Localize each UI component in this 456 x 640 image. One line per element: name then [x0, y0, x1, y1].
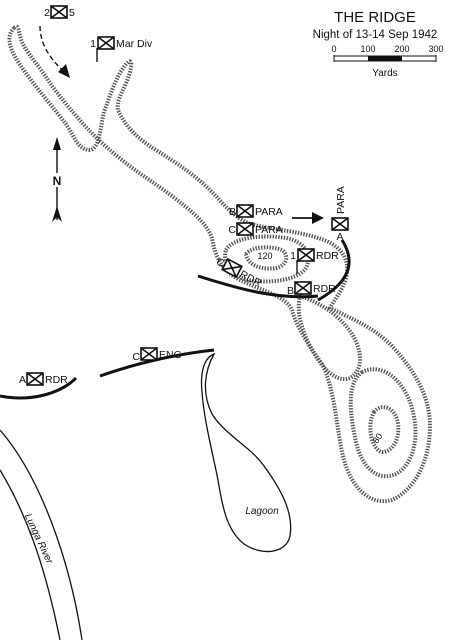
unit-left-label: 2 — [44, 7, 50, 19]
unit-right-label: ENG — [159, 349, 182, 361]
scale-tick-label: 300 — [428, 44, 443, 54]
infantry-unit-icon — [294, 281, 312, 295]
river-label: Lunga River — [22, 512, 55, 566]
lunga-river-bank-left — [0, 469, 61, 640]
map-subtitle: Night of 13-14 Sep 1942 — [313, 29, 438, 41]
unit-c-para: C PARA — [228, 222, 283, 236]
unit-left-label: 1 — [90, 38, 96, 50]
lagoon — [200, 352, 292, 553]
elevation-label: 120 — [257, 251, 272, 261]
unit-1-rdr: 1 RDR — [290, 248, 339, 274]
ridge-contour — [7, 24, 433, 504]
infantry-unit-icon — [140, 347, 158, 361]
north-label: N — [53, 174, 62, 188]
unit-right-label: PARA — [335, 186, 347, 214]
map-title: THE RIDGE — [334, 9, 416, 26]
unit-a-rdr: A RDR — [19, 372, 68, 386]
unit-right-label: Mar Div — [116, 38, 153, 50]
unit-left-label: B — [287, 285, 294, 297]
scale-tick-label: 100 — [360, 44, 375, 54]
hill-80-contour-inner — [368, 405, 401, 455]
elevation-label: 80 — [371, 431, 385, 445]
unit-right-label: 5 — [69, 7, 75, 19]
unit-2-5: 2 5 — [44, 5, 75, 19]
hill-120-contour-inner — [243, 245, 289, 271]
infantry-unit-icon — [26, 372, 44, 386]
unit-right-label: PARA — [255, 224, 283, 236]
infantry-unit-icon — [331, 217, 349, 231]
unit-c-eng: C ENG — [132, 347, 182, 363]
infantry-unit-icon — [236, 222, 254, 236]
unit-a-para: A PARA — [331, 186, 349, 243]
hill-80-contour — [348, 367, 418, 479]
infantry-unit-icon — [50, 5, 68, 19]
unit-1-mar-div: 1 Mar Div — [90, 36, 153, 62]
dashed-arrow-icon — [39, 25, 70, 78]
unit-right-label: RDR — [238, 268, 264, 289]
unit-left-label: A — [19, 374, 26, 386]
lunga-river-bank-right — [0, 429, 83, 640]
defense-line-c-eng — [99, 348, 215, 378]
unit-right-label: RDR — [316, 250, 339, 262]
map-legend: THE RIDGE Night of 13-14 Sep 1942 0 100 … — [313, 9, 444, 79]
north-arrow-icon: N — [50, 137, 64, 222]
scale-tick-label: 0 — [331, 44, 336, 54]
defense-line-ridge-east — [317, 239, 351, 302]
unit-left-label: 1 — [290, 250, 296, 262]
unit-left-label: C — [228, 224, 236, 236]
defense-line-a-rdr — [0, 376, 78, 400]
infantry-unit-icon — [236, 204, 254, 218]
infantry-unit-icon — [97, 36, 115, 50]
unit-b-rdr: B RDR — [287, 281, 336, 297]
arrow-right-icon — [292, 212, 324, 224]
scale-tick-label: 200 — [394, 44, 409, 54]
lagoon-label: Lagoon — [245, 506, 279, 517]
infantry-unit-icon — [297, 248, 315, 262]
scale-bar: 0 100 200 300 Yards — [331, 44, 443, 79]
unit-left-label: C — [132, 351, 140, 363]
unit-left-label: A — [336, 231, 343, 243]
scale-unit: Yards — [372, 68, 397, 79]
unit-right-label: RDR — [45, 374, 68, 386]
unit-right-label: PARA — [255, 206, 283, 218]
unit-right-label: RDR — [313, 283, 336, 295]
ridge-spur-contour — [296, 293, 362, 382]
unit-left-label: B — [229, 206, 236, 218]
defense-line-ridge-north — [197, 274, 319, 299]
unit-b-para: B PARA — [229, 204, 283, 218]
